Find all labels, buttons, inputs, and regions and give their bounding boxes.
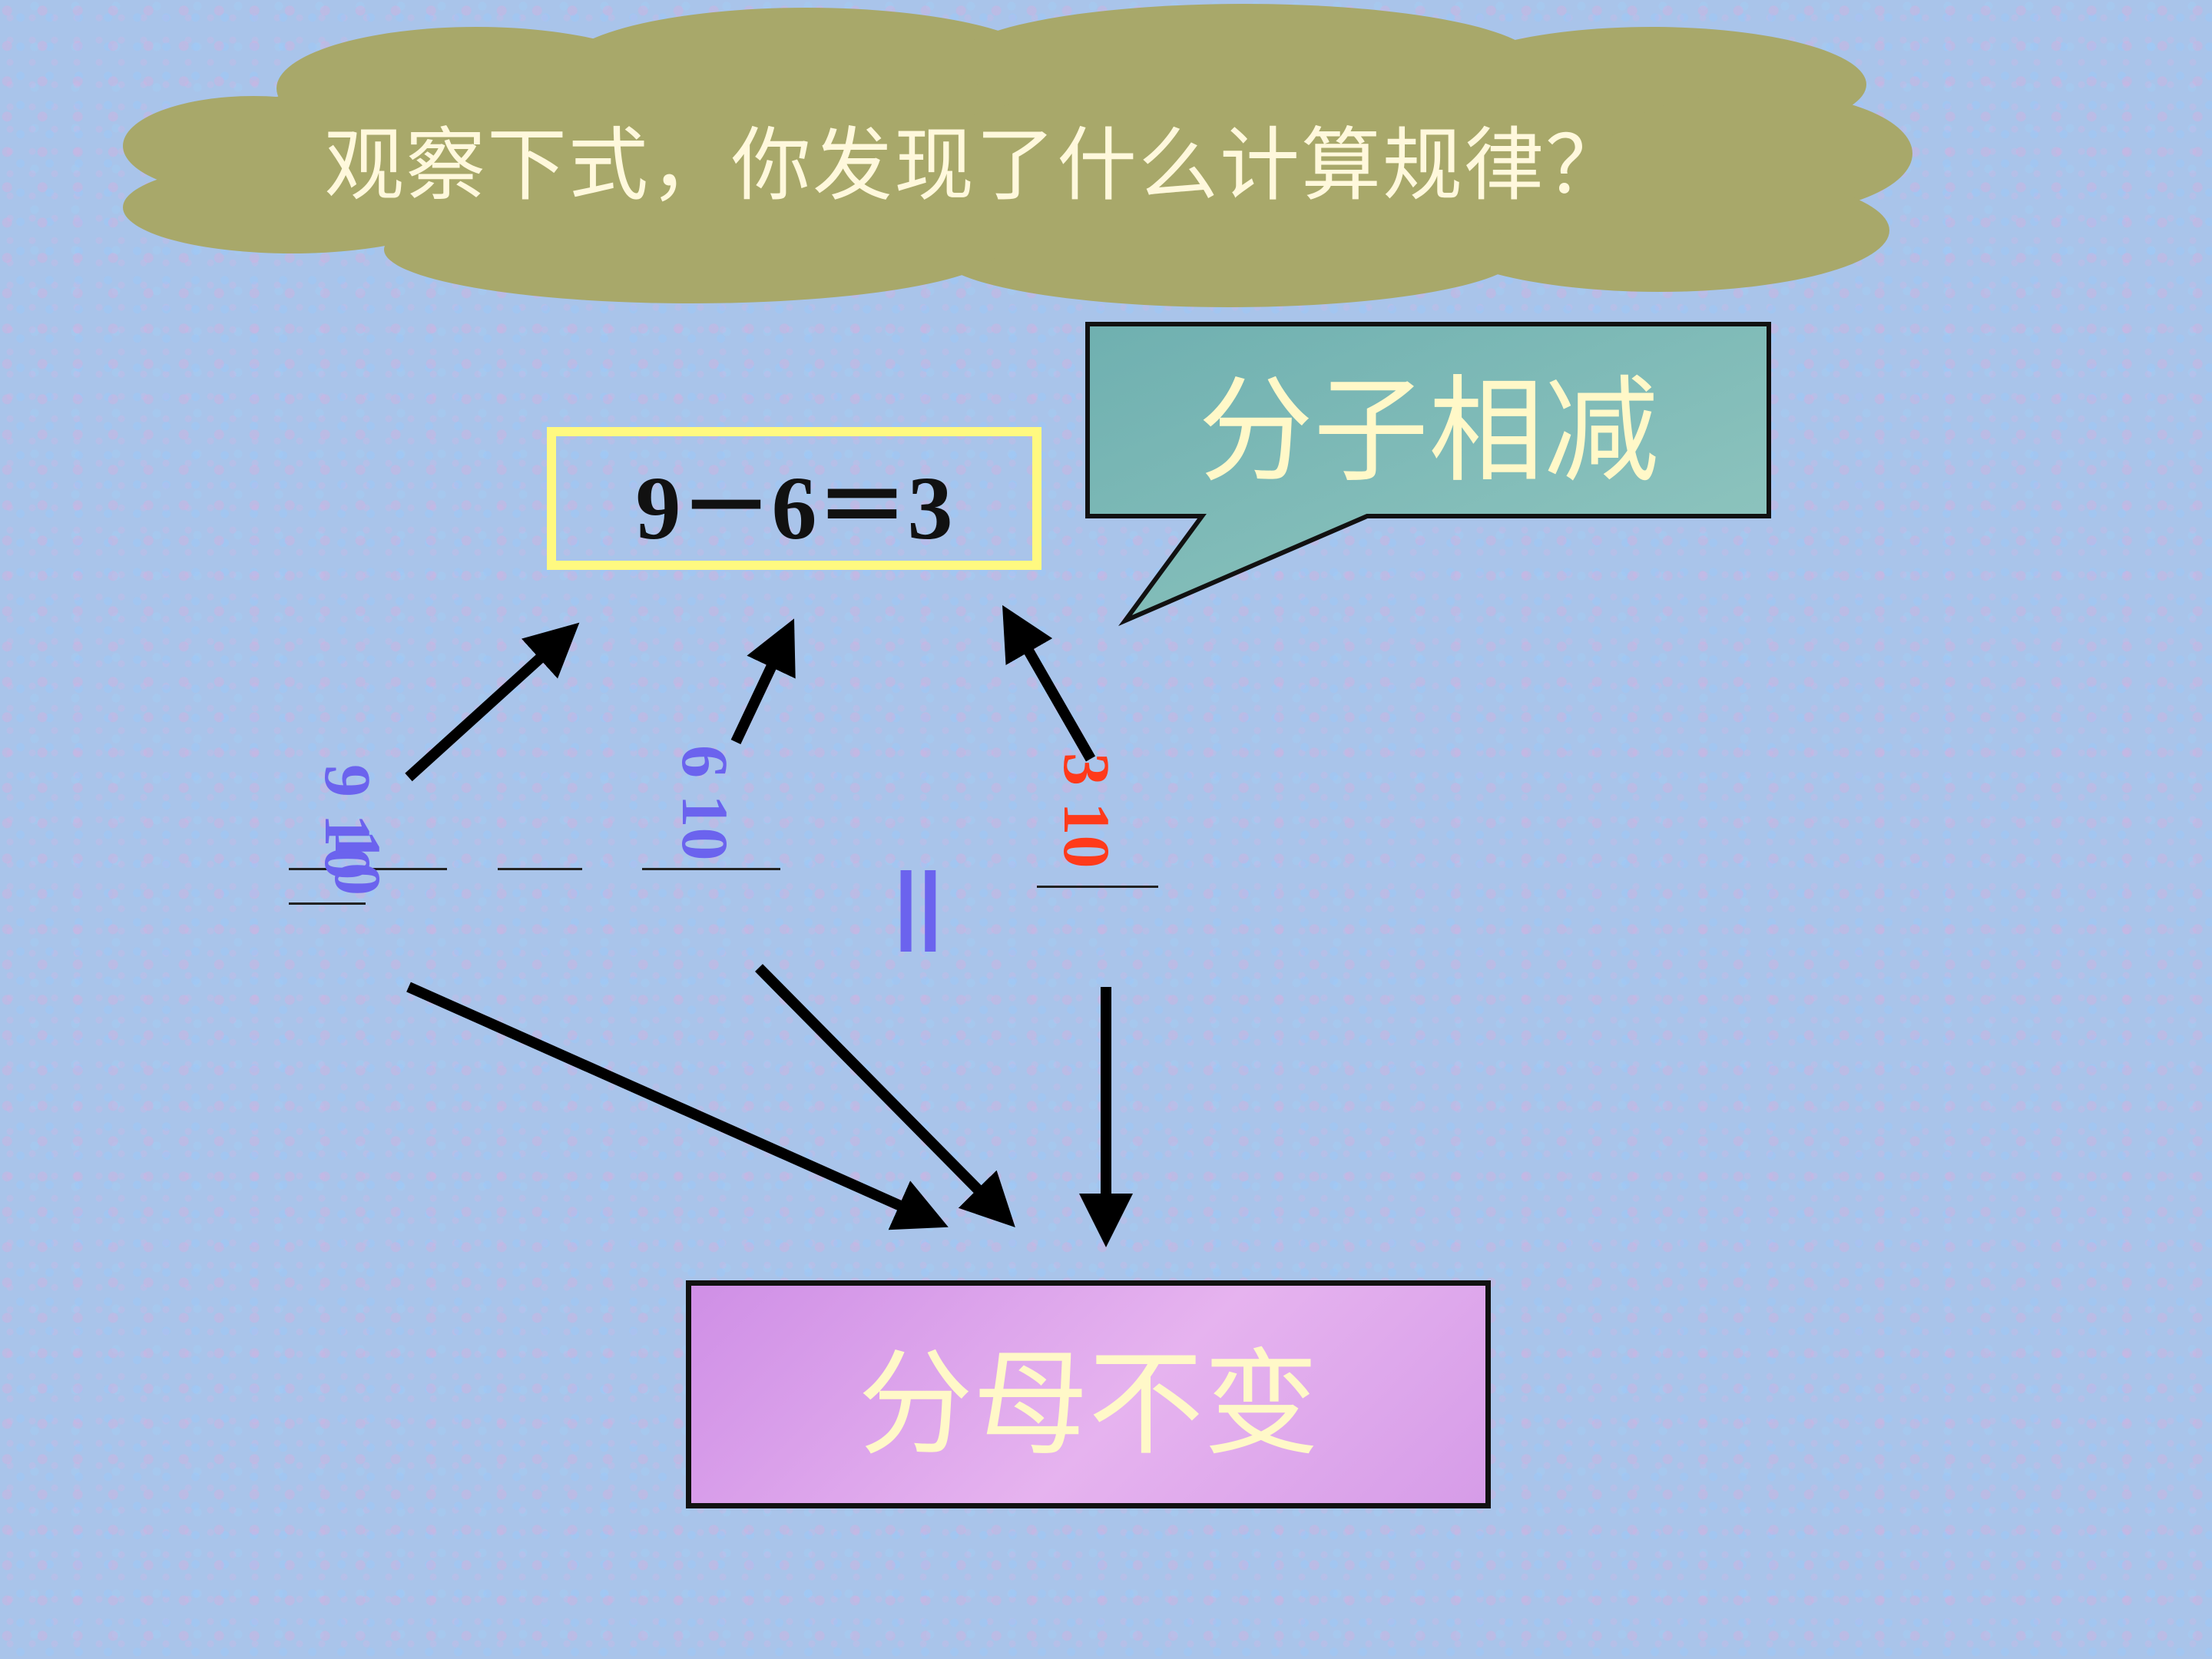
fraction-2-line	[642, 868, 780, 870]
fraction-3-line	[1037, 886, 1158, 888]
fraction-3: 3 10	[1050, 753, 1125, 906]
slide-title: 观察下式，你发现了什么计算规律？	[323, 118, 1627, 212]
arrow-to-3	[1002, 604, 1096, 762]
fraction-2: 6 10	[668, 745, 743, 891]
fraction-1-denominator-2: 10	[321, 830, 396, 929]
fraction-1-line	[289, 868, 447, 870]
fraction-2-numerator: 6	[668, 745, 742, 778]
title-cloud	[123, 4, 1912, 307]
arrow-to-9	[405, 622, 580, 782]
arrow-to-6	[730, 618, 796, 744]
bottom-box: 分母不变	[686, 1280, 1491, 1508]
fraction-1-denominator-repeat: 10	[321, 830, 395, 896]
equation-text: 9－6＝3	[635, 457, 953, 558]
minus-line	[498, 868, 582, 870]
fraction-1-numerator: 9	[311, 764, 385, 797]
arrow-from-second-denominator	[755, 964, 1015, 1227]
bottom-box-text: 分母不变	[857, 1338, 1319, 1472]
fraction-3-numerator: 3	[1050, 753, 1124, 786]
callout-bubble	[1085, 322, 1771, 627]
fraction-3-denominator: 10	[1050, 802, 1124, 869]
fraction-1-denominator-line	[289, 902, 366, 905]
equals-sign: ＝	[851, 856, 978, 965]
arrow-from-first-denominator	[406, 982, 949, 1230]
callout-text: 分子相减	[1197, 365, 1659, 498]
fraction-2-denominator: 10	[668, 794, 742, 861]
equation-box: 9－6＝3	[547, 427, 1041, 570]
